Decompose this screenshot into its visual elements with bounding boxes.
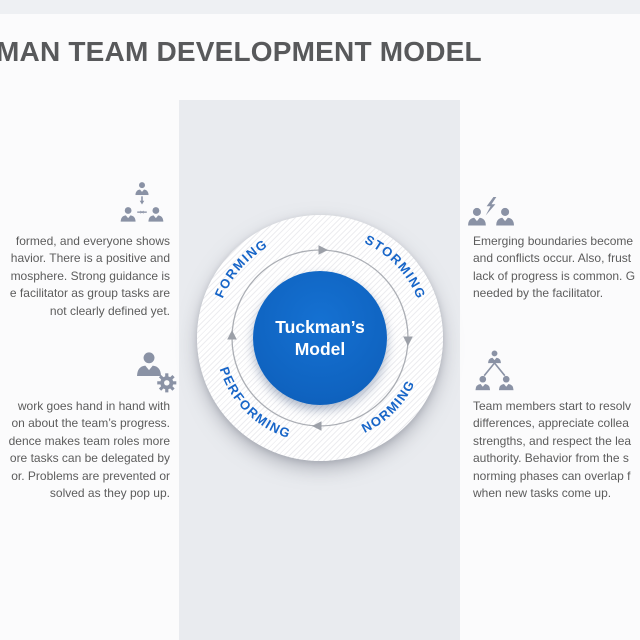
text-line: on about the team’s progress. [11,416,170,431]
org-hierarchy-icon [120,182,164,222]
conflict-icon [468,197,514,226]
stage-label-forming: FORMING [212,236,271,300]
text-line: needed by the facilitator. [473,286,604,301]
text-line: or. Problems are prevented or [11,468,170,483]
text-line: mosphere. Strong guidance is [10,268,170,283]
top-accent-strip [0,0,640,14]
text-line: Team members start to resolv [473,399,632,413]
text-line: formed, and everyone shows [15,234,170,248]
norming-description: Team members start to resolv differences… [473,398,631,502]
text-line: not clearly defined yet. [49,303,170,318]
storming-description: Emerging boundaries become and conflicts… [473,233,635,303]
forming-description: formed, and everyone shows havior. There… [10,233,170,320]
person-gear-icon [137,352,177,393]
cycle-ring: FORMING STORMING PERFORMING NORMING [212,232,428,442]
center-model-circle: Tuckman’s Model [253,271,387,405]
clockwise-arrow-right-icon [403,336,413,346]
text-line: e facilitator as group tasks are [9,286,170,301]
text-line: Emerging boundaries become [473,234,634,248]
team-network-icon [475,350,514,391]
stage-label-norming: NORMING [359,377,418,436]
text-line: work goes hand in hand with [17,399,170,413]
text-line: dence makes team roles more [8,433,170,448]
text-line: and conflicts occur. Also, frust [473,251,632,266]
clockwise-arrow-top-icon [318,245,328,255]
text-line: havior. There is a positive and [10,251,170,266]
text-line: differences, appreciate collea [473,416,629,431]
text-line: norming phases can overlap f [473,468,631,483]
text-line: when new tasks come up. [473,486,612,501]
center-model-title-line2: Model [294,339,346,359]
clockwise-arrow-bottom-icon [312,421,322,431]
text-line: ore tasks can be delegated by [9,451,170,466]
performing-description: work goes hand in hand with on about the… [9,398,170,502]
clockwise-arrow-left-icon [227,330,237,340]
text-line: authority. Behavior from the s [473,451,629,466]
text-line: strengths, and respect the lea [473,433,632,448]
text-line: solved as they pop up. [49,486,170,501]
center-model-title-line1: Tuckman’s [275,317,365,337]
page-title: MAN TEAM DEVELOPMENT MODEL [0,36,482,67]
text-line: lack of progress is common. G [473,268,636,283]
